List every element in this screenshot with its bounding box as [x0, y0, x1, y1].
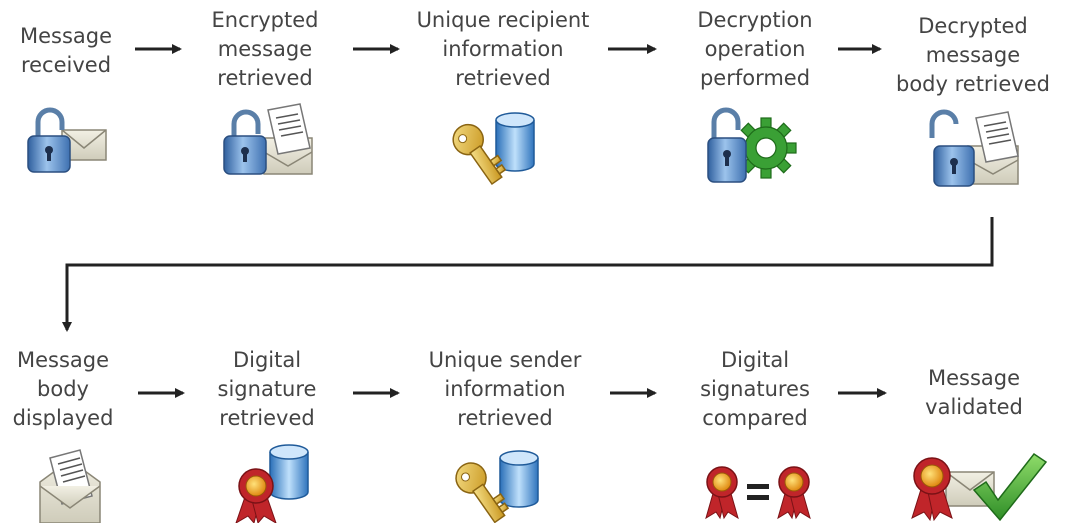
step-label: Digital signature retrieved	[217, 348, 317, 430]
open-padlock-letter-icon	[926, 109, 1026, 194]
key-database-icon	[450, 106, 540, 188]
step-label: Unique recipient information retrieved	[416, 8, 590, 90]
step-label: Message body displayed	[12, 348, 114, 430]
padlock-letter-icon	[220, 103, 320, 184]
step-label: Decrypted message body retrieved	[895, 14, 1050, 96]
step-label: Message validated	[925, 366, 1023, 419]
ribbon-envelope-checkmark-icon	[906, 446, 1054, 523]
step-label: Message received	[19, 24, 113, 77]
step-label: Digital signatures compared	[700, 348, 810, 430]
ribbon-equals-ribbon-icon	[704, 462, 814, 520]
key-database-icon	[454, 446, 544, 523]
step-label: Decryption operation performed	[697, 8, 813, 90]
step-label: Encrypted message retrieved	[211, 8, 319, 90]
row-wrap-connector	[62, 217, 994, 332]
ribbon-database-icon	[230, 440, 314, 523]
step-label: Unique sender information retrieved	[428, 348, 582, 430]
padlock-envelope-icon	[24, 107, 114, 180]
open-envelope-letter-icon	[36, 446, 106, 523]
padlock-gear-icon	[704, 107, 804, 192]
